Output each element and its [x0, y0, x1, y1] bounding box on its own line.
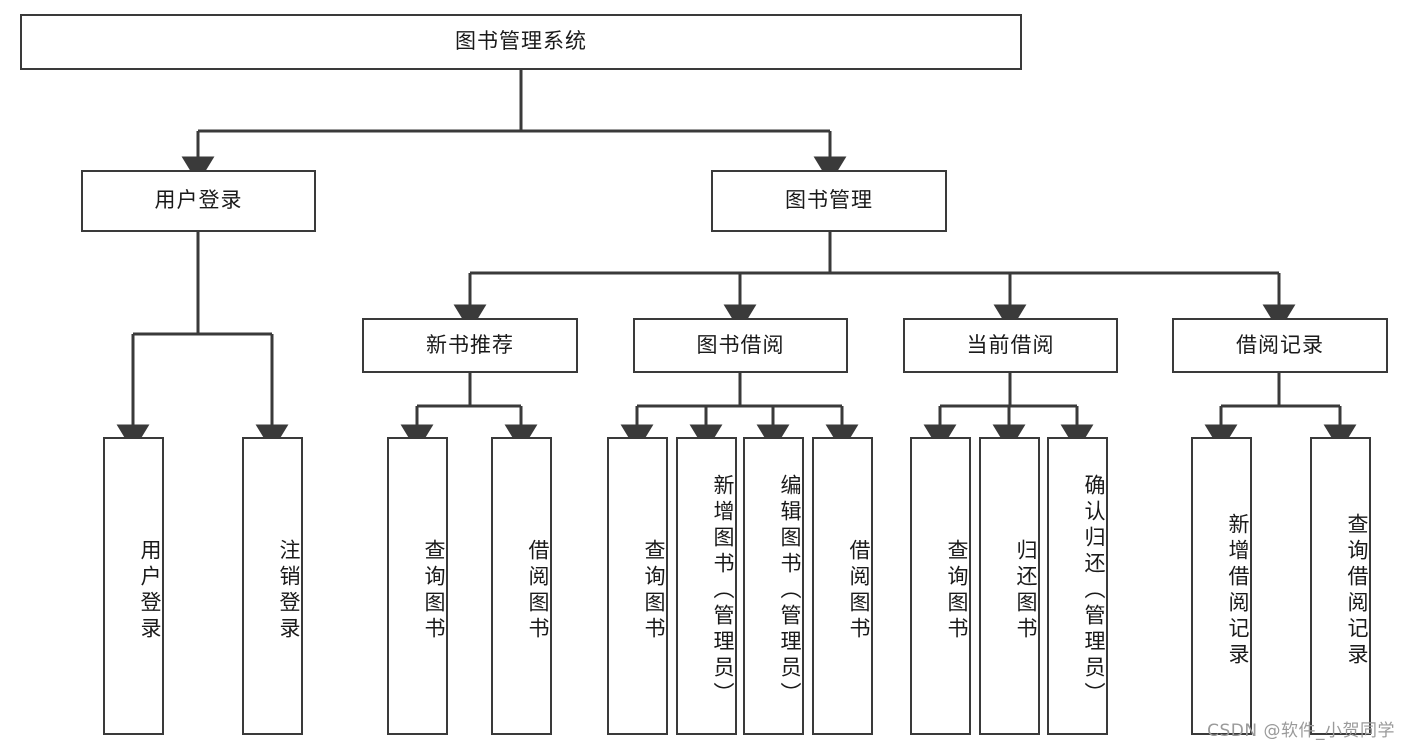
node-book-borrow[interactable]: 图书借阅 — [633, 318, 848, 373]
node-leaf-user-login[interactable]: 用户登录 — [103, 437, 164, 735]
node-leaf-edit-book-admin[interactable]: 编辑图书（管理员） — [743, 437, 804, 735]
node-leaf-logout-login-label: 注销登录 — [277, 539, 301, 643]
node-leaf-return-book-label: 归还图书 — [1014, 539, 1038, 643]
node-leaf-add-book-admin[interactable]: 新增图书（管理员） — [676, 437, 737, 735]
node-user-login-label: 用户登录 — [154, 188, 243, 213]
watermark: CSDN @软件_小贺同学 — [1207, 721, 1395, 741]
node-root-label: 图书管理系统 — [455, 29, 587, 54]
node-leaf-add-borrow-record-label: 新增借阅记录 — [1226, 513, 1250, 669]
node-leaf-query-borrow-record-label: 查询借阅记录 — [1345, 513, 1369, 669]
node-user-login[interactable]: 用户登录 — [81, 170, 316, 232]
node-borrow-record-label: 借阅记录 — [1236, 332, 1324, 357]
node-leaf-borrow-book-1-label: 借阅图书 — [526, 539, 550, 643]
node-current-borrow-label: 当前借阅 — [966, 332, 1055, 357]
node-book-manage[interactable]: 图书管理 — [711, 170, 947, 232]
node-leaf-query-book-3-label: 查询图书 — [945, 539, 969, 643]
node-leaf-query-book-2-label: 查询图书 — [642, 539, 666, 643]
node-leaf-confirm-return-admin-label: 确认归还（管理员） — [1082, 474, 1106, 708]
node-leaf-borrow-book-2[interactable]: 借阅图书 — [812, 437, 873, 735]
node-leaf-confirm-return-admin[interactable]: 确认归还（管理员） — [1047, 437, 1108, 735]
node-book-borrow-label: 图书借阅 — [696, 332, 785, 357]
node-leaf-borrow-book-2-label: 借阅图书 — [847, 539, 871, 643]
node-leaf-return-book[interactable]: 归还图书 — [979, 437, 1040, 735]
node-leaf-query-book-1[interactable]: 查询图书 — [387, 437, 448, 735]
node-book-manage-label: 图书管理 — [785, 188, 873, 213]
node-leaf-add-book-admin-label: 新增图书（管理员） — [711, 474, 735, 708]
node-new-book-recommend[interactable]: 新书推荐 — [362, 318, 578, 373]
node-leaf-edit-book-admin-label: 编辑图书（管理员） — [778, 474, 802, 708]
node-leaf-query-book-1-label: 查询图书 — [422, 539, 446, 643]
node-leaf-borrow-book-1[interactable]: 借阅图书 — [491, 437, 552, 735]
node-leaf-query-book-3[interactable]: 查询图书 — [910, 437, 971, 735]
node-leaf-add-borrow-record[interactable]: 新增借阅记录 — [1191, 437, 1252, 735]
node-borrow-record[interactable]: 借阅记录 — [1172, 318, 1388, 373]
node-current-borrow[interactable]: 当前借阅 — [903, 318, 1118, 373]
node-leaf-user-login-label: 用户登录 — [138, 539, 162, 643]
node-new-book-recommend-label: 新书推荐 — [426, 332, 514, 357]
node-leaf-query-borrow-record[interactable]: 查询借阅记录 — [1310, 437, 1371, 735]
node-root[interactable]: 图书管理系统 — [20, 14, 1022, 70]
node-leaf-logout-login[interactable]: 注销登录 — [242, 437, 303, 735]
node-leaf-query-book-2[interactable]: 查询图书 — [607, 437, 668, 735]
